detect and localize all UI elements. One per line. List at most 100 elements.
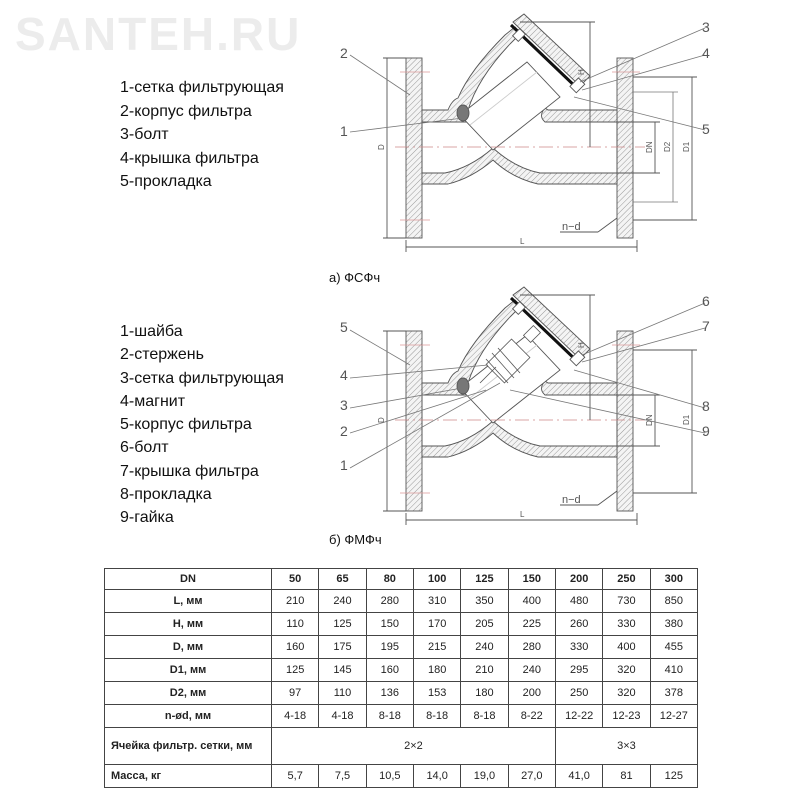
technical-drawings: 2 1 3 4 5 L H D DN D2 D1 n−d	[340, 12, 710, 527]
table-cell: 260	[554, 612, 604, 636]
figure-caption-a: а) ФСФч	[329, 270, 381, 285]
table-cell: 310	[412, 589, 462, 613]
legend-item: 4-крышка фильтра	[120, 149, 259, 167]
row-label: H, мм	[104, 612, 272, 636]
table-cell: 280	[365, 589, 414, 613]
table-cell: 210	[270, 589, 320, 613]
table-cell: 97	[270, 681, 320, 705]
callout-2: 2	[340, 423, 348, 439]
table-cell: 730	[602, 589, 651, 613]
callout-4: 4	[702, 45, 710, 61]
table-cell: 200	[507, 681, 556, 705]
watermark: SANTEH.RU	[15, 8, 302, 60]
table-cell: 380	[649, 612, 699, 636]
table-cell: 195	[365, 635, 414, 659]
table-cell: 330	[554, 635, 604, 659]
table-cell: 330	[602, 612, 651, 636]
table-cell: 180	[412, 658, 462, 682]
legend-item: 5-прокладка	[120, 173, 212, 190]
table-cell: 320	[602, 658, 651, 682]
table-cell: 250	[554, 681, 604, 705]
legend-item: 2-корпус фильтра	[120, 102, 252, 120]
callout-1: 1	[340, 123, 348, 139]
legend-figure-a: 1-сетка фильтрующая 2-корпус фильтра 3-б…	[120, 76, 284, 194]
table-cell: 81	[602, 764, 651, 788]
legend-item: 5-корпус фильтра	[120, 416, 252, 434]
table-cell: 125	[460, 568, 509, 590]
table-cell: 41,0	[554, 764, 604, 788]
table-cell: 295	[554, 658, 604, 682]
dim-nd: n−d	[562, 494, 581, 506]
table-cell: 320	[602, 681, 651, 705]
table-cell: 480	[554, 589, 604, 613]
table-cell: 8-22	[507, 704, 556, 728]
table-cell: 160	[270, 635, 320, 659]
table-cell: 240	[507, 658, 556, 682]
table-cell: 225	[507, 612, 556, 636]
callout-8: 8	[702, 398, 710, 414]
dim-DN: DN	[645, 414, 654, 426]
callout-4: 4	[340, 367, 348, 383]
table-cell: 19,0	[460, 764, 509, 788]
table-cell: 10,5	[365, 764, 414, 788]
legend-item: 8-прокладка	[120, 486, 212, 504]
dim-DN: DN	[645, 141, 654, 153]
dim-H: H	[577, 342, 586, 348]
callout-1: 1	[340, 457, 348, 473]
row-label: Ячейка фильтр. сетки, мм	[104, 727, 272, 765]
table-cell: 100	[412, 568, 462, 590]
legend-figure-b: 1-шайба 2-стержень 3-сетка фильтрующая 4…	[120, 320, 284, 530]
table-cell: 8-18	[365, 704, 414, 728]
legend-item: 1-шайба	[120, 323, 183, 340]
dim-D1: D1	[682, 141, 691, 152]
row-label: D1, мм	[104, 658, 272, 682]
row-label: Масса, кг	[104, 764, 272, 788]
dim-D1: D1	[682, 414, 691, 425]
legend-item: 1-сетка фильтрующая	[120, 79, 284, 96]
legend-item: 4-магнит	[120, 392, 186, 410]
table-cell: 180	[460, 681, 509, 705]
table-cell: 240	[318, 589, 367, 613]
callout-7: 7	[702, 318, 710, 334]
table-cell: 50	[270, 568, 320, 590]
table-cell: 150	[507, 568, 556, 590]
valve-drawing-a	[381, 12, 699, 254]
table-cell: 4-18	[270, 704, 320, 728]
table-cell: 400	[602, 635, 651, 659]
table-cell: 125	[318, 612, 367, 636]
table-cell: 12-23	[602, 704, 651, 728]
table-cell: 125	[270, 658, 320, 682]
row-label: DN	[104, 568, 272, 590]
table-cell: 7,5	[318, 764, 367, 788]
table-cell: 14,0	[412, 764, 462, 788]
row-label: n-ød, мм	[104, 704, 272, 728]
callout-5: 5	[702, 121, 710, 137]
table-cell: 12-27	[649, 704, 699, 728]
table-cell: 210	[460, 658, 509, 682]
valve-drawing-b	[381, 285, 699, 527]
table-cell: 350	[460, 589, 509, 613]
table-cell: 410	[649, 658, 699, 682]
table-cell: 250	[602, 568, 651, 590]
legend-item: 2-стержень	[120, 346, 204, 364]
table-cell: 8-18	[460, 704, 509, 728]
figure-caption-b: б) ФМФч	[329, 532, 382, 547]
table-cell: 215	[412, 635, 462, 659]
magnet-assembly	[479, 324, 542, 384]
callout-9: 9	[702, 423, 710, 439]
table-cell: 8-18	[412, 704, 462, 728]
table-cell: 378	[649, 681, 699, 705]
table-cell: 205	[460, 612, 509, 636]
dim-D2: D2	[663, 141, 672, 152]
callout-5: 5	[340, 319, 348, 335]
table-cell: 175	[318, 635, 367, 659]
legend-item: 3-сетка фильтрующая	[120, 369, 284, 387]
table-cell: 455	[649, 635, 699, 659]
